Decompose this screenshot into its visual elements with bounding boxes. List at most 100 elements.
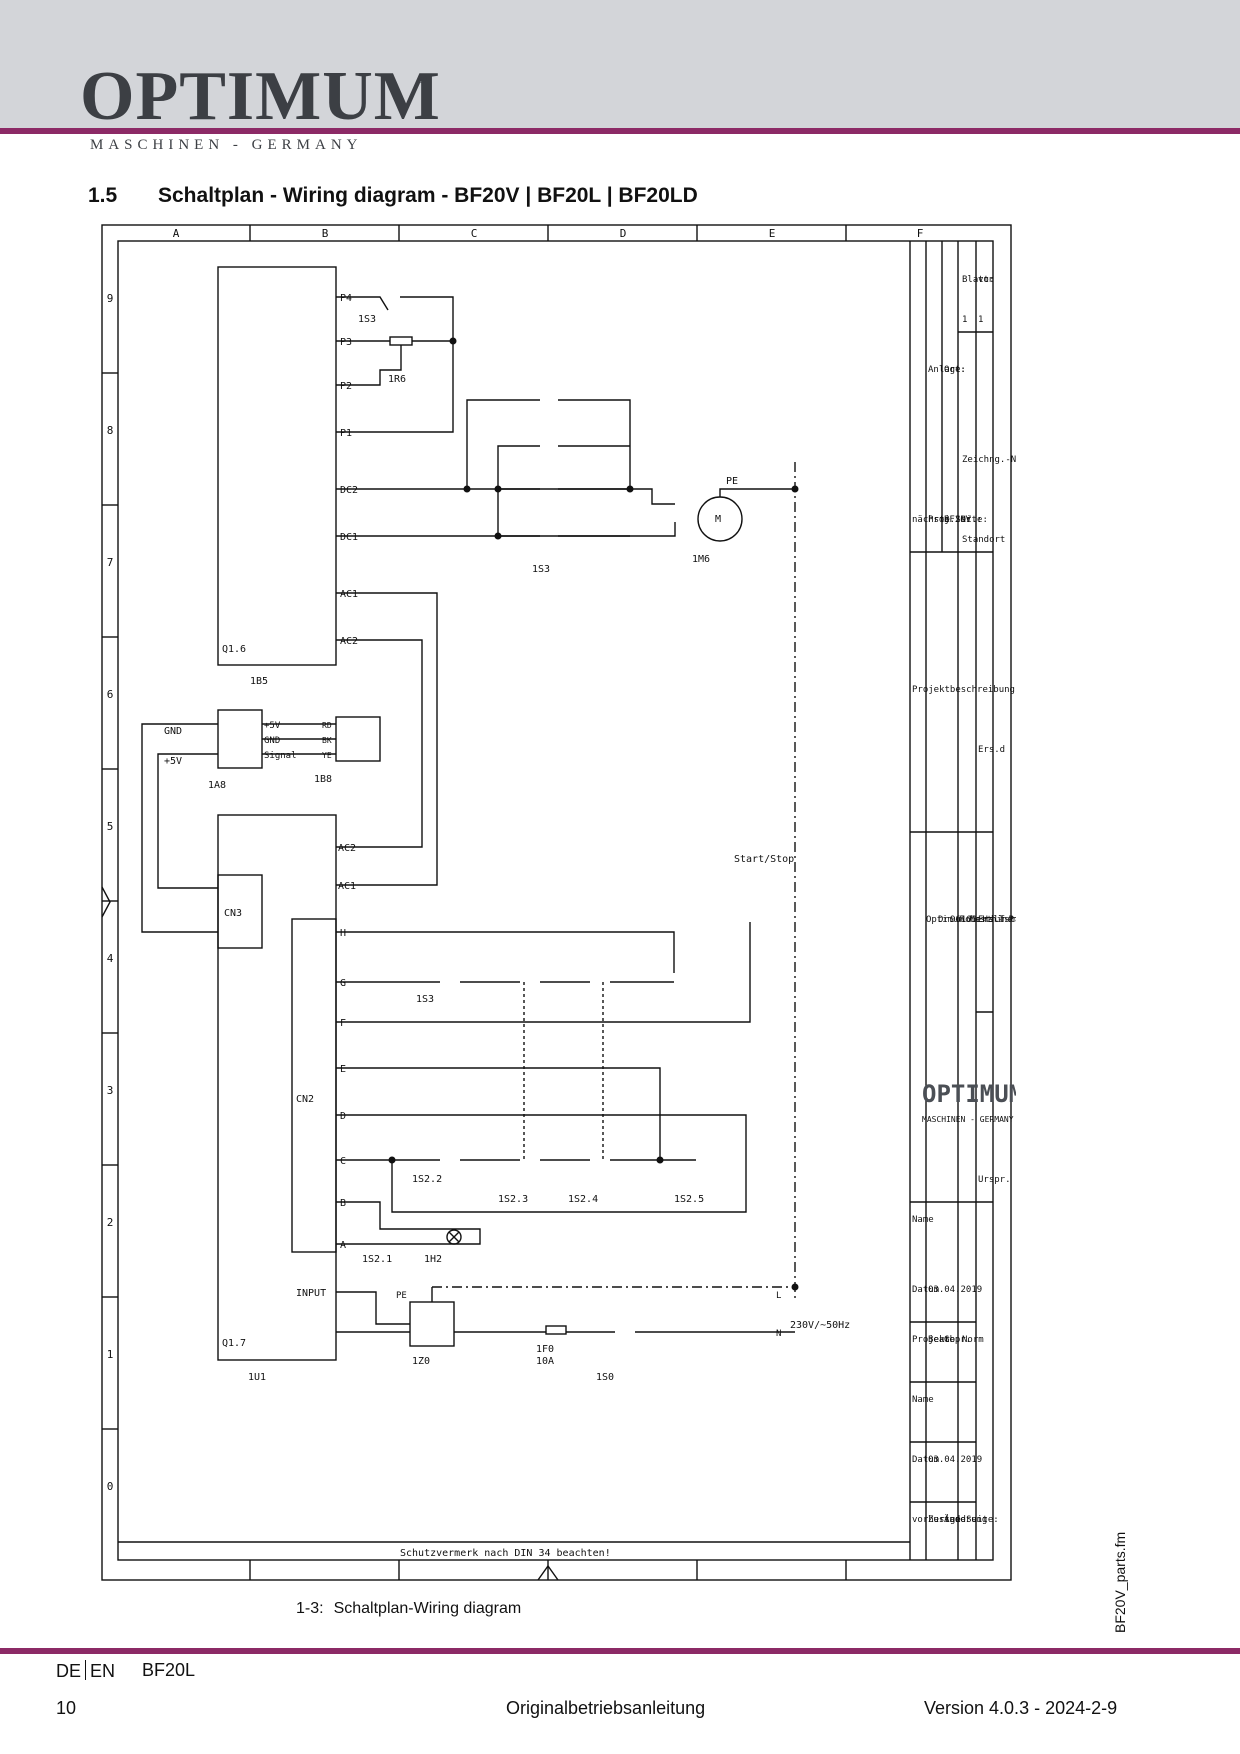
side-file-name: BF20V_parts.fm: [1112, 1531, 1128, 1633]
tb-zustand: Zustand: [928, 1515, 966, 1525]
row-0: 0: [107, 1480, 114, 1493]
footer-rule: [0, 1648, 1240, 1654]
tb-vorherige: vorherige Seite:: [912, 1515, 999, 1525]
col-d: D: [620, 227, 627, 240]
brand-tagline: MASCHINEN - GERMANY: [90, 137, 363, 153]
tb-projnr: Proj.-Nr.:: [928, 515, 982, 525]
label-protect-note: Schutzvermerk nach DIN 34 beachten!: [400, 1548, 611, 1559]
header-rule: [0, 128, 1240, 134]
pin-plus5v-b: +5V: [264, 721, 281, 731]
pin-plus5v: +5V: [164, 756, 182, 767]
label-cn2: CN2: [296, 1094, 314, 1105]
row-9: 9: [107, 292, 114, 305]
header-band: [0, 0, 1240, 128]
row-2: 2: [107, 1216, 114, 1229]
pin-ac1-top: AC1: [340, 589, 358, 600]
label-1s2-4: 1S2.4: [568, 1194, 598, 1205]
col-c: C: [471, 227, 478, 240]
row-6: 6: [107, 688, 114, 701]
tb-bearb: Bearb.: [928, 1335, 961, 1345]
pin-h: H: [340, 928, 346, 939]
box-1b8: [335, 716, 381, 762]
tb-datum: Datum: [912, 1285, 939, 1295]
tb-date1: 03.04.2019: [928, 1285, 982, 1295]
label-1s3-mid: 1S3: [532, 564, 550, 575]
pin-input: INPUT: [296, 1288, 326, 1299]
label-1s3-low: 1S3: [416, 994, 434, 1005]
tb-ersf: Ers.f: [978, 915, 1005, 925]
pin-a: A: [340, 1240, 346, 1251]
tb-logo: OPTIMUM: [922, 1080, 1016, 1108]
pin-p1: P1: [340, 428, 352, 439]
pin-ac2-top: AC2: [340, 636, 358, 647]
label-1b5: 1B5: [250, 676, 268, 687]
col-a: A: [173, 227, 180, 240]
box-q16: [217, 266, 337, 666]
tb-aenderung: Änderung: [944, 1514, 987, 1525]
label-terminal-n: N: [776, 1329, 781, 1339]
lang-separator: [85, 1660, 87, 1680]
caption-text: Schaltplan-Wiring diagram: [333, 1600, 522, 1617]
label-1z0: 1Z0: [412, 1356, 430, 1367]
tb-gepr: Gepr.: [944, 1335, 971, 1345]
section-title: Schaltplan - Wiring diagram - BF20V | BF…: [158, 184, 698, 207]
label-q16: Q1.6: [222, 644, 246, 655]
pin-g: G: [340, 978, 346, 989]
tb-company3: 96103 Hallstadt/ Germany: [950, 915, 1016, 925]
figure-caption: 1-3: Schaltplan-Wiring diagram: [296, 1600, 521, 1618]
label-1s0: 1S0: [596, 1372, 614, 1383]
box-1z0: [409, 1301, 455, 1347]
row-1: 1: [107, 1348, 114, 1361]
tb-zeichng: Zeichng.-Nr.:: [962, 455, 1016, 465]
fuse-1f0: [545, 1325, 567, 1335]
label-1s2-3: 1S2.3: [498, 1194, 528, 1205]
tb-projbeschr: Projektbeschreibung: [912, 685, 1015, 695]
pin-dc2: DC2: [340, 485, 358, 496]
pin-rd: RD: [322, 721, 332, 730]
tb-ersd: Ers.d: [978, 745, 1005, 755]
row-7: 7: [107, 556, 114, 569]
pin-p2: P2: [340, 381, 352, 392]
tb-norm: Norm: [962, 1335, 984, 1345]
label-1f0-rating: 10A: [536, 1356, 554, 1367]
label-1s2-1: 1S2.1: [362, 1254, 392, 1265]
label-pe: PE: [726, 476, 738, 487]
brand-registered-mark: ®: [418, 72, 427, 86]
pin-ye: YE: [322, 751, 332, 760]
label-1u1: 1U1: [248, 1372, 266, 1383]
lang-de: DE: [56, 1661, 82, 1681]
pin-d: D: [340, 1111, 346, 1122]
footer-doc-title: Originalbetriebsanleitung: [506, 1698, 706, 1718]
footer-version: Version 4.0.3 - 2024-2-9: [924, 1698, 1118, 1718]
pin-signal: Signal: [264, 751, 297, 761]
col-f: F: [917, 227, 924, 240]
label-terminal-l: L: [776, 1291, 781, 1301]
label-1s3-top: 1S3: [358, 314, 376, 325]
pin-p4: P4: [340, 293, 352, 304]
pin-ac2-cn: AC2: [338, 843, 356, 854]
pin-f: F: [340, 1018, 346, 1029]
tb-ort: Ort:: [944, 365, 966, 375]
label-1a8: 1A8: [208, 780, 226, 791]
row-4: 4: [107, 952, 114, 965]
section-number: 1.5: [88, 184, 118, 207]
brand-logo: OPTIMUM: [80, 58, 441, 135]
pin-e: E: [340, 1064, 346, 1075]
tb-logo-tag: MASCHINEN - GERMANY: [922, 1115, 1014, 1124]
pin-bk: BK: [322, 736, 332, 745]
pin-p3: P3: [340, 337, 352, 348]
label-1r6: 1R6: [388, 374, 406, 385]
page-number: 10: [56, 1698, 77, 1718]
row-5: 5: [107, 820, 114, 833]
footer-model: BF20L: [142, 1660, 196, 1680]
label-motor-symbol: M: [715, 514, 721, 525]
row-3: 3: [107, 1084, 114, 1097]
box-1a8: [217, 709, 263, 769]
pin-b: B: [340, 1198, 346, 1209]
caption-number: 1-3:: [296, 1600, 324, 1617]
tb-blatt: Blatt:: [962, 275, 995, 285]
tb-anlage: Anlage:: [928, 365, 966, 375]
pin-c: C: [340, 1156, 346, 1167]
box-q17: [217, 814, 337, 1361]
tb-name2: Name: [912, 1395, 934, 1405]
